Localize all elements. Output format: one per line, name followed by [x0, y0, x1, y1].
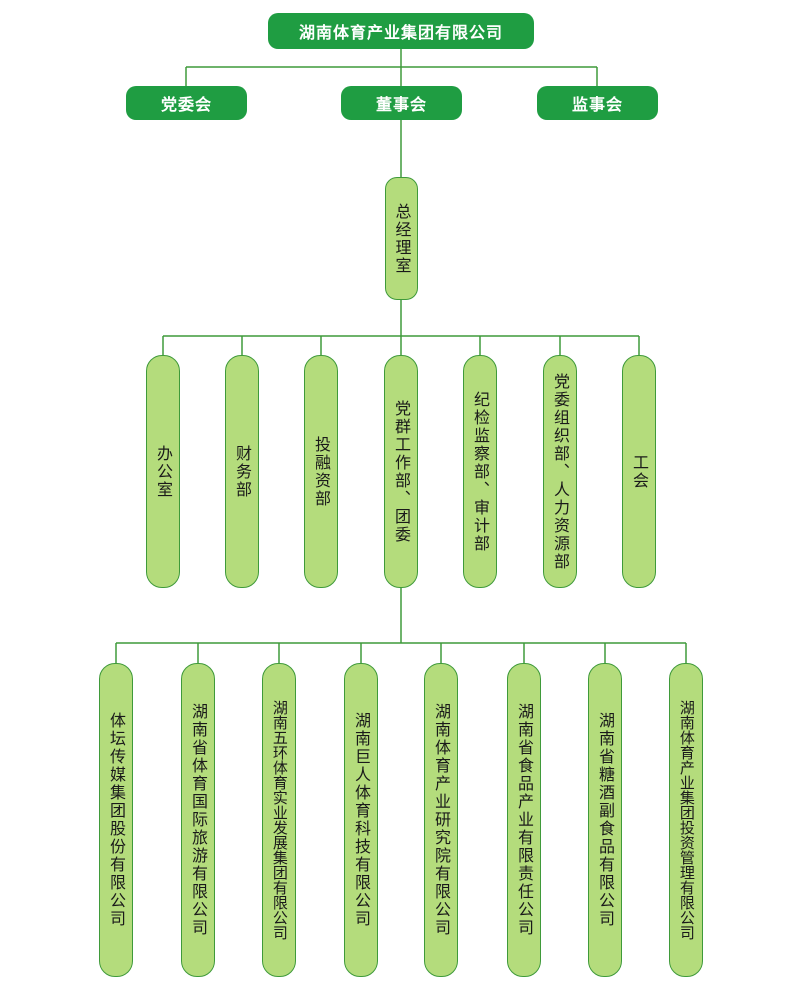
department-office: 办公室: [146, 355, 180, 588]
board-node: 董事会: [341, 86, 462, 120]
party-committee-node: 党委会: [126, 86, 247, 120]
department-union: 工会: [622, 355, 656, 588]
gm-office-node: 总经理室: [385, 177, 418, 300]
company-wuhuan: 湖南五环体育实业发展集团有限公司: [262, 663, 296, 977]
company-sugar: 湖南省糖酒副食品有限公司: [588, 663, 622, 977]
department-discipline: 纪检监察部、审计部: [463, 355, 497, 588]
company-investment: 湖南体育产业集团投资管理有限公司: [669, 663, 703, 977]
root-node: 湖南体育产业集团有限公司: [268, 13, 534, 49]
department-finance: 财务部: [225, 355, 259, 588]
company-tourism: 湖南省体育国际旅游有限公司: [181, 663, 215, 977]
department-organization: 党委组织部、人力资源部: [543, 355, 577, 588]
company-research: 湖南体育产业研究院有限公司: [424, 663, 458, 977]
company-titan-media: 体坛传媒集团股份有限公司: [99, 663, 133, 977]
department-investment: 投融资部: [304, 355, 338, 588]
company-food: 湖南省食品产业有限责任公司: [507, 663, 541, 977]
company-juren: 湖南巨人体育科技有限公司: [344, 663, 378, 977]
supervisors-node: 监事会: [537, 86, 658, 120]
department-party-work: 党群工作部、团委: [384, 355, 418, 588]
